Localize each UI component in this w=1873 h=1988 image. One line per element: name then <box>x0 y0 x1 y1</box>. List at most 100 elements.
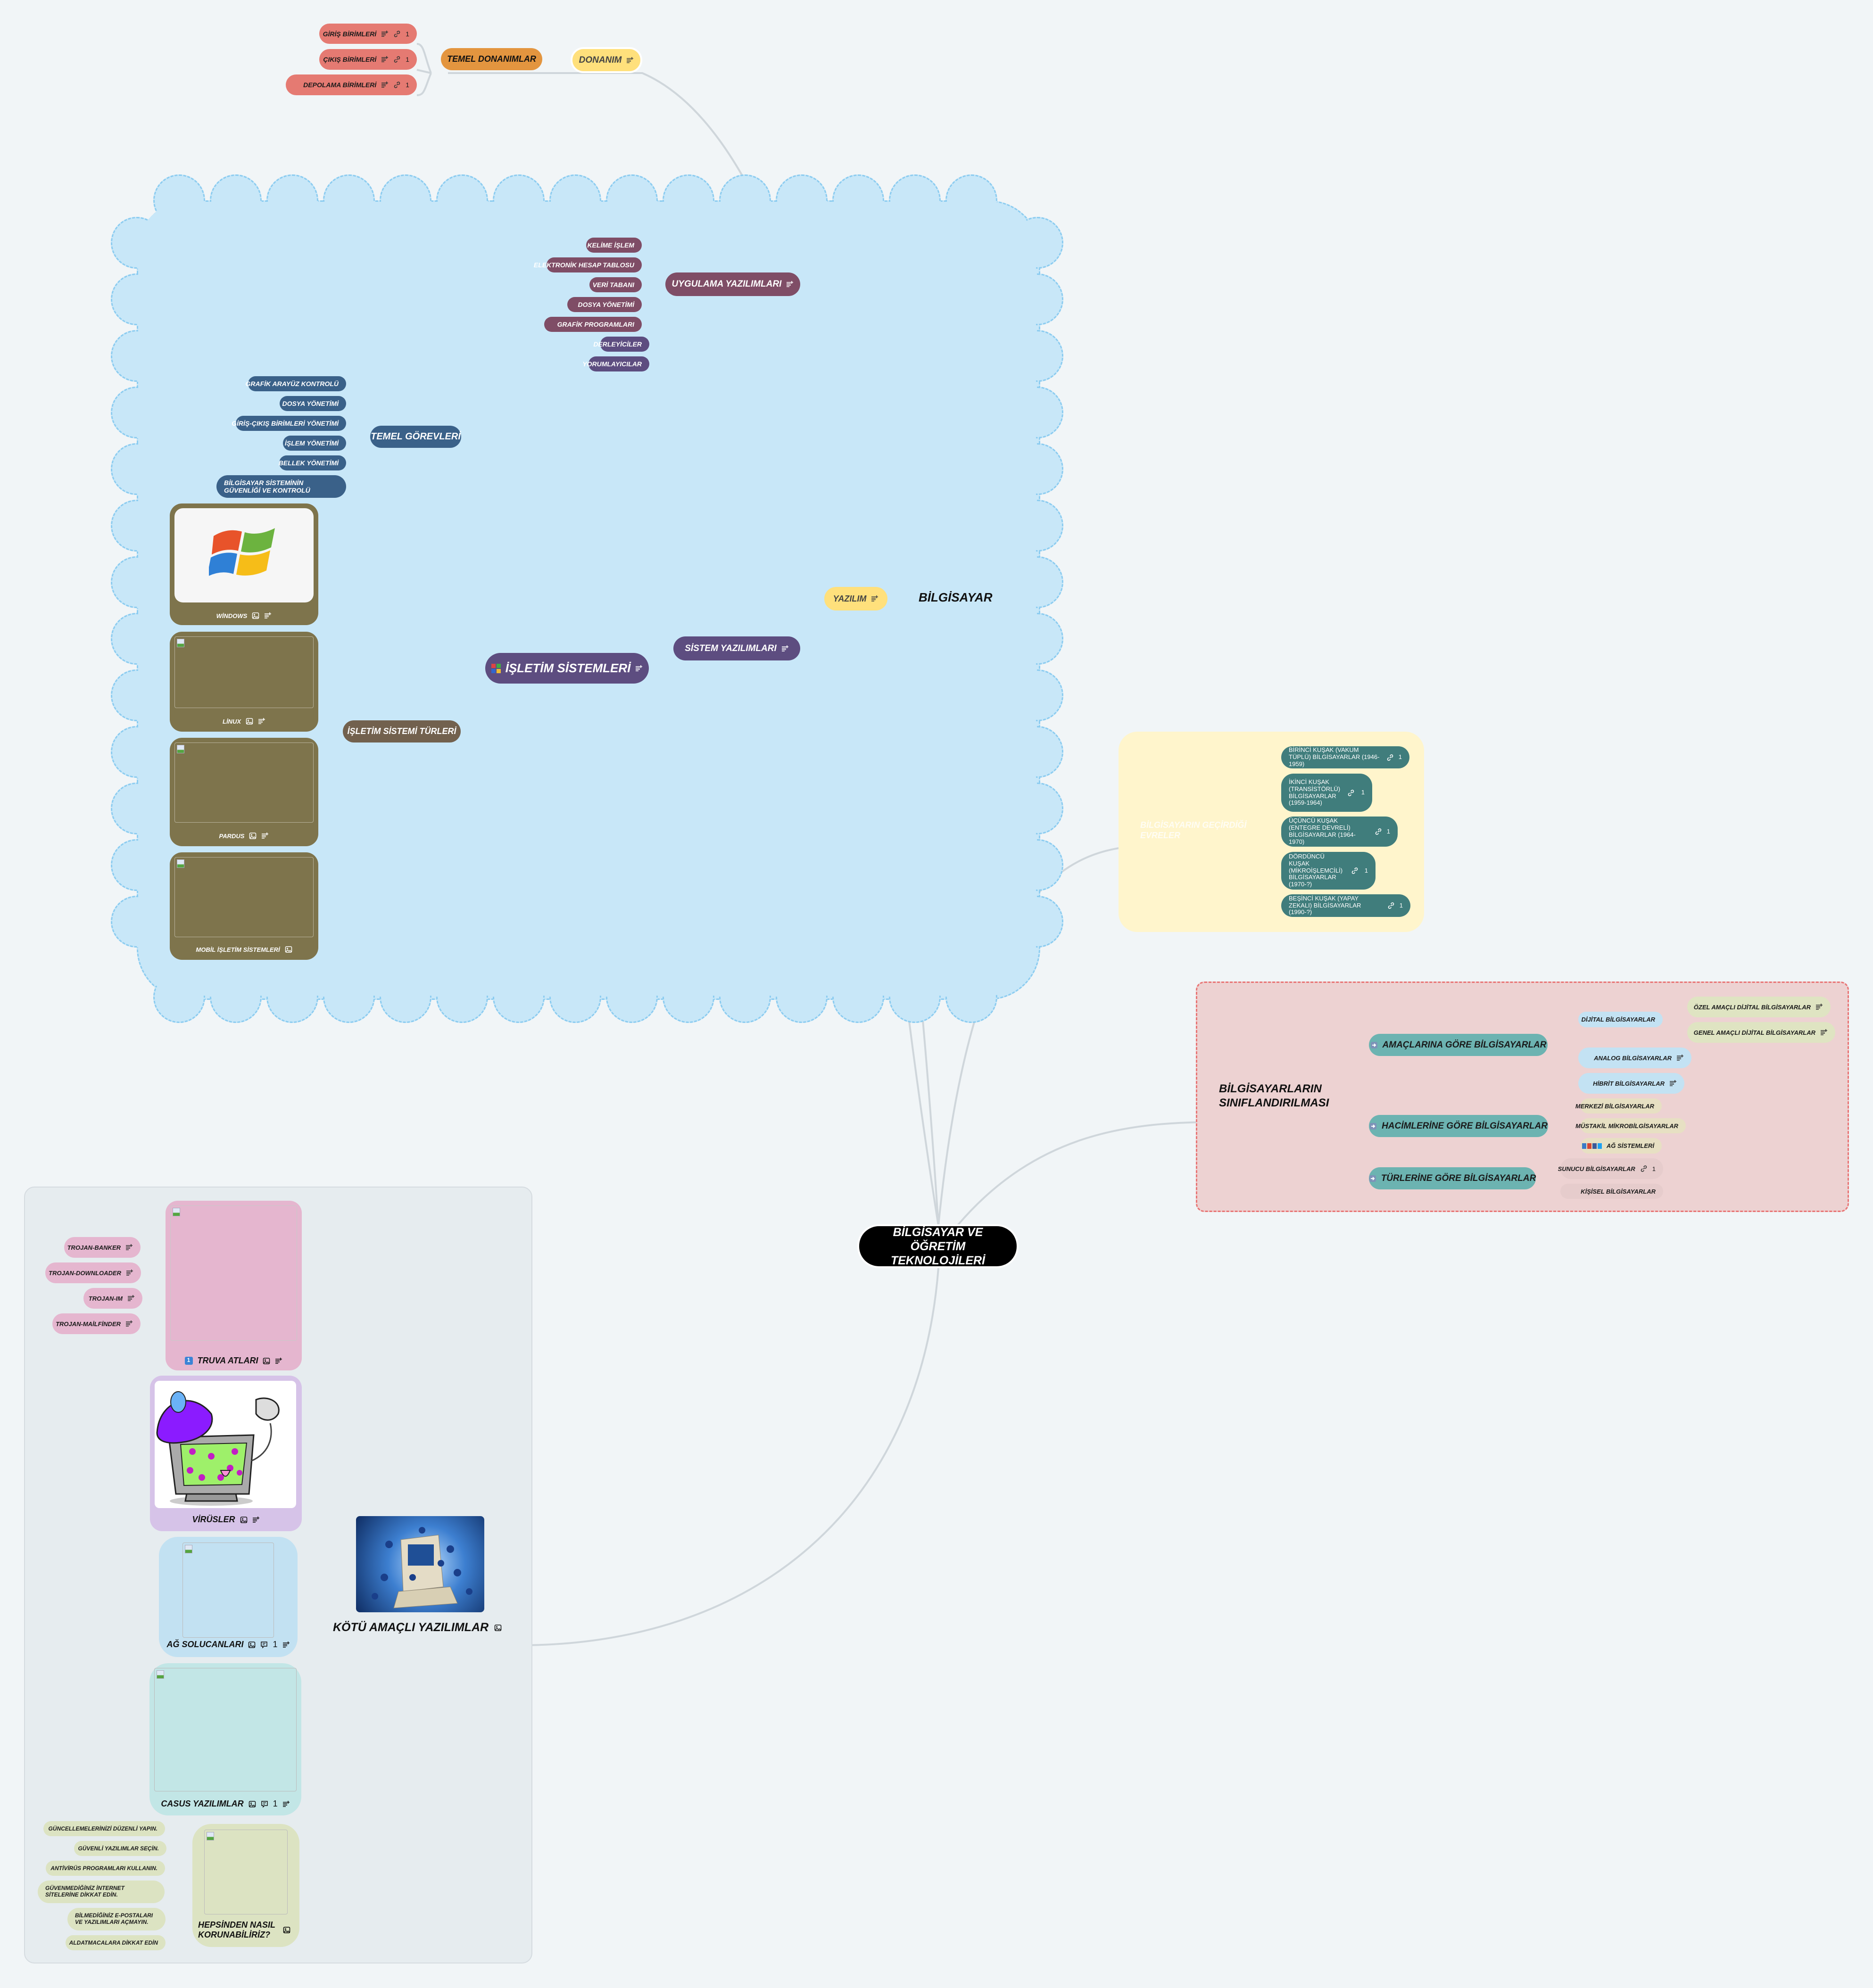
korunma-tip[interactable]: GÜVENMEDİĞİNİZ İNTERNET SİTELERİNE DİKKA… <box>38 1881 165 1903</box>
truva-card[interactable]: 1 TRUVA ATLARI <box>166 1201 302 1370</box>
trojan-item[interactable]: TROJAN-IM <box>83 1288 142 1309</box>
image-icon[interactable] <box>283 1926 290 1934</box>
note-icon[interactable] <box>786 280 794 288</box>
note-icon[interactable] <box>381 56 389 63</box>
uygulama-yazilimlari-node[interactable]: UYGULAMA YAZILIMLARI <box>665 272 800 296</box>
hacim-item[interactable]: AĞ SİSTEMLERİ <box>1581 1138 1662 1154</box>
image-icon[interactable] <box>248 1641 256 1649</box>
hardware-storage-node[interactable]: DEPOLAMA BİRİMLERİ 1 <box>286 74 417 95</box>
note-icon[interactable] <box>127 1295 135 1302</box>
korunma-tip[interactable]: ALDATMACALARA DİKKAT EDİN <box>66 1935 166 1950</box>
image-icon[interactable] <box>252 612 259 619</box>
hardware-output-node[interactable]: ÇIKIŞ BİRİMLERİ 1 <box>319 49 417 70</box>
ag-solucanlari-card[interactable]: AĞ SOLUCANLARI 1 <box>159 1537 298 1657</box>
yazilim-node[interactable]: YAZILIM <box>824 587 887 610</box>
note-icon[interactable] <box>282 1800 290 1808</box>
os-card-mobil[interactable]: MOBİL İŞLETİM SİSTEMLERİ <box>170 852 318 960</box>
uygulama-item[interactable]: DOSYA YÖNETİMİ <box>567 297 642 312</box>
dijital-node[interactable]: DİJİTAL BİLGİSAYARLAR <box>1578 1012 1663 1027</box>
kotu-amacli-label-row[interactable]: KÖTÜ AMAÇLI YAZILIMLAR <box>333 1621 502 1634</box>
note-icon[interactable] <box>781 645 789 652</box>
note-icon[interactable] <box>282 1641 290 1649</box>
link-icon[interactable] <box>1386 754 1394 761</box>
image-icon[interactable] <box>494 1624 502 1632</box>
link-icon[interactable] <box>393 30 401 38</box>
kisisel-node[interactable]: KİŞİSEL BİLGİSAYARLAR <box>1560 1184 1663 1199</box>
uygulama-item[interactable]: KELİME İŞLEM <box>586 238 642 253</box>
comment-icon[interactable] <box>261 1800 268 1808</box>
siniflandirma-title[interactable]: BİLGİSAYARLARIN SINIFLANDIRILMASI <box>1219 1082 1329 1109</box>
sistem-item[interactable]: YORUMLAYICILAR <box>582 356 649 371</box>
note-icon[interactable] <box>125 1320 133 1328</box>
temel-donanimlar-node[interactable]: TEMEL DONANIMLAR <box>441 48 542 70</box>
evre-item[interactable]: İKİNCİ KUŞAK (TRANSİSTÖRLÜ) BİLGİSAYARLA… <box>1281 774 1372 812</box>
korunma-tip[interactable]: ANTİVİRÜS PROGRAMLARI KULLANIN. <box>46 1861 165 1876</box>
gorev-item[interactable]: GİRİŞ-ÇIKIŞ BİRİMLERİ YÖNETİMİ <box>232 416 346 431</box>
note-icon[interactable] <box>381 81 389 89</box>
uygulama-item[interactable]: GRAFİK PROGRAMLARI <box>544 317 642 332</box>
comment-icon[interactable] <box>260 1641 268 1649</box>
image-icon[interactable] <box>240 1516 248 1524</box>
image-icon[interactable] <box>246 718 253 725</box>
note-icon[interactable] <box>258 718 265 725</box>
os-card-windows[interactable]: WİNDOWS <box>170 503 318 625</box>
korunma-tip[interactable]: GÜNCELLEMELERİNİZİ DÜZENLİ YAPIN. <box>43 1821 165 1836</box>
note-icon[interactable] <box>871 595 878 602</box>
link-icon[interactable] <box>1387 902 1395 909</box>
donanim-node[interactable]: DONANIM <box>571 47 642 73</box>
link-icon[interactable] <box>1351 867 1359 874</box>
hacim-node[interactable]: HACİMLERİNE GÖRE BİLGİSAYARLAR <box>1369 1115 1548 1137</box>
analog-node[interactable]: ANALOG BİLGİSAYARLAR <box>1578 1048 1691 1068</box>
os-card-pardus[interactable]: PARDUS <box>170 738 318 846</box>
gorev-item[interactable]: BİLGİSAYAR SİSTEMİNİN GÜVENLİĞİ VE KONTR… <box>216 475 346 498</box>
gorev-item[interactable]: GRAFİK ARAYÜZ KONTROLÜ <box>245 376 346 391</box>
link-icon[interactable] <box>393 81 401 89</box>
link-icon[interactable] <box>393 56 401 63</box>
evre-item[interactable]: DÖRDÜNCÜ KUŞAK (MİKROİŞLEMCİLİ) BİLGİSAY… <box>1281 852 1376 890</box>
note-icon[interactable] <box>126 1269 133 1277</box>
note-icon[interactable] <box>1676 1054 1684 1062</box>
isletim-sistemi-turleri-node[interactable]: İŞLETİM SİSTEMİ TÜRLERİ <box>343 720 461 742</box>
link-icon[interactable] <box>1347 789 1355 797</box>
sistem-item[interactable]: DERLEYİCİLER <box>593 337 649 352</box>
tur-node[interactable]: TÜRLERİNE GÖRE BİLGİSAYARLAR <box>1369 1167 1536 1189</box>
image-icon[interactable] <box>263 1357 270 1365</box>
casus-card[interactable]: CASUS YAZILIMLAR 1 <box>149 1663 301 1815</box>
note-icon[interactable] <box>125 1244 133 1251</box>
korunma-tip[interactable]: BİLMEDİĞİNİZ E-POSTALARI VE YAZILIMLARI … <box>67 1908 166 1930</box>
hacim-item[interactable]: MERKEZİ BİLGİSAYARLAR <box>1575 1098 1662 1114</box>
gorev-item[interactable]: İŞLEM YÖNETİMİ <box>283 436 346 451</box>
temel-gorevleri-node[interactable]: TEMEL GÖREVLERİ <box>370 426 461 448</box>
note-icon[interactable] <box>252 1516 260 1524</box>
sistem-yazilimlari-node[interactable]: SİSTEM YAZILIMLARI <box>673 636 800 660</box>
note-icon[interactable] <box>261 832 269 840</box>
uygulama-item[interactable]: ELEKTRONİK HESAP TABLOSU <box>534 257 642 272</box>
korunma-card[interactable]: HEPSİNDEN NASIL KORUNABİLİRİZ? <box>192 1824 299 1947</box>
gorev-item[interactable]: DOSYA YÖNETİMİ <box>280 396 346 411</box>
bilgisayar-node[interactable]: BİLGİSAYAR <box>919 590 993 604</box>
image-icon[interactable] <box>285 946 292 953</box>
evreler-title[interactable]: BİLGİSAYARIN GEÇİRDİĞİ EVRELER <box>1140 820 1247 840</box>
note-icon[interactable] <box>626 57 634 64</box>
virusler-card[interactable]: VİRÜSLER <box>150 1376 302 1531</box>
central-topic[interactable]: BİLGİSAYAR VE ÖĞRETİM TEKNOLOJİLERİ <box>857 1224 1019 1268</box>
trojan-item[interactable]: TROJAN-BANKER <box>64 1237 141 1258</box>
isletim-sistemleri-node[interactable]: İŞLETİM SİSTEMLERİ <box>485 653 649 684</box>
amac-node[interactable]: AMAÇLARINA GÖRE BİLGİSAYARLAR <box>1369 1034 1548 1056</box>
note-icon[interactable] <box>1815 1003 1823 1011</box>
note-icon[interactable] <box>264 612 272 619</box>
evre-item[interactable]: BEŞİNCİ KUŞAK (YAPAY ZEKALI) BİLGİSAYARL… <box>1281 894 1410 917</box>
note-icon[interactable] <box>275 1357 282 1365</box>
note-icon[interactable] <box>635 665 643 672</box>
hacim-item[interactable]: MÜSTAKİL MİKROBİLGİSAYARLAR <box>1575 1118 1686 1133</box>
os-card-linux[interactable]: LİNUX <box>170 632 318 732</box>
genel-amacli-node[interactable]: GENEL AMAÇLI DİJİTAL BİLGİSAYARLAR <box>1687 1022 1835 1043</box>
note-icon[interactable] <box>1820 1029 1828 1036</box>
note-icon[interactable] <box>1669 1080 1677 1087</box>
trojan-item[interactable]: TROJAN-MAİLFİNDER <box>52 1313 141 1334</box>
evre-item[interactable]: ÜÇÜNCÜ KUŞAK (ENTEGRE DEVRELİ) BİLGİSAYA… <box>1281 817 1398 847</box>
korunma-tip[interactable]: GÜVENLİ YAZILIMLAR SEÇİN. <box>74 1841 166 1856</box>
image-icon[interactable] <box>249 832 257 840</box>
link-icon[interactable] <box>1375 828 1382 835</box>
hibrit-node[interactable]: HİBRİT BİLGİSAYARLAR <box>1578 1073 1684 1094</box>
